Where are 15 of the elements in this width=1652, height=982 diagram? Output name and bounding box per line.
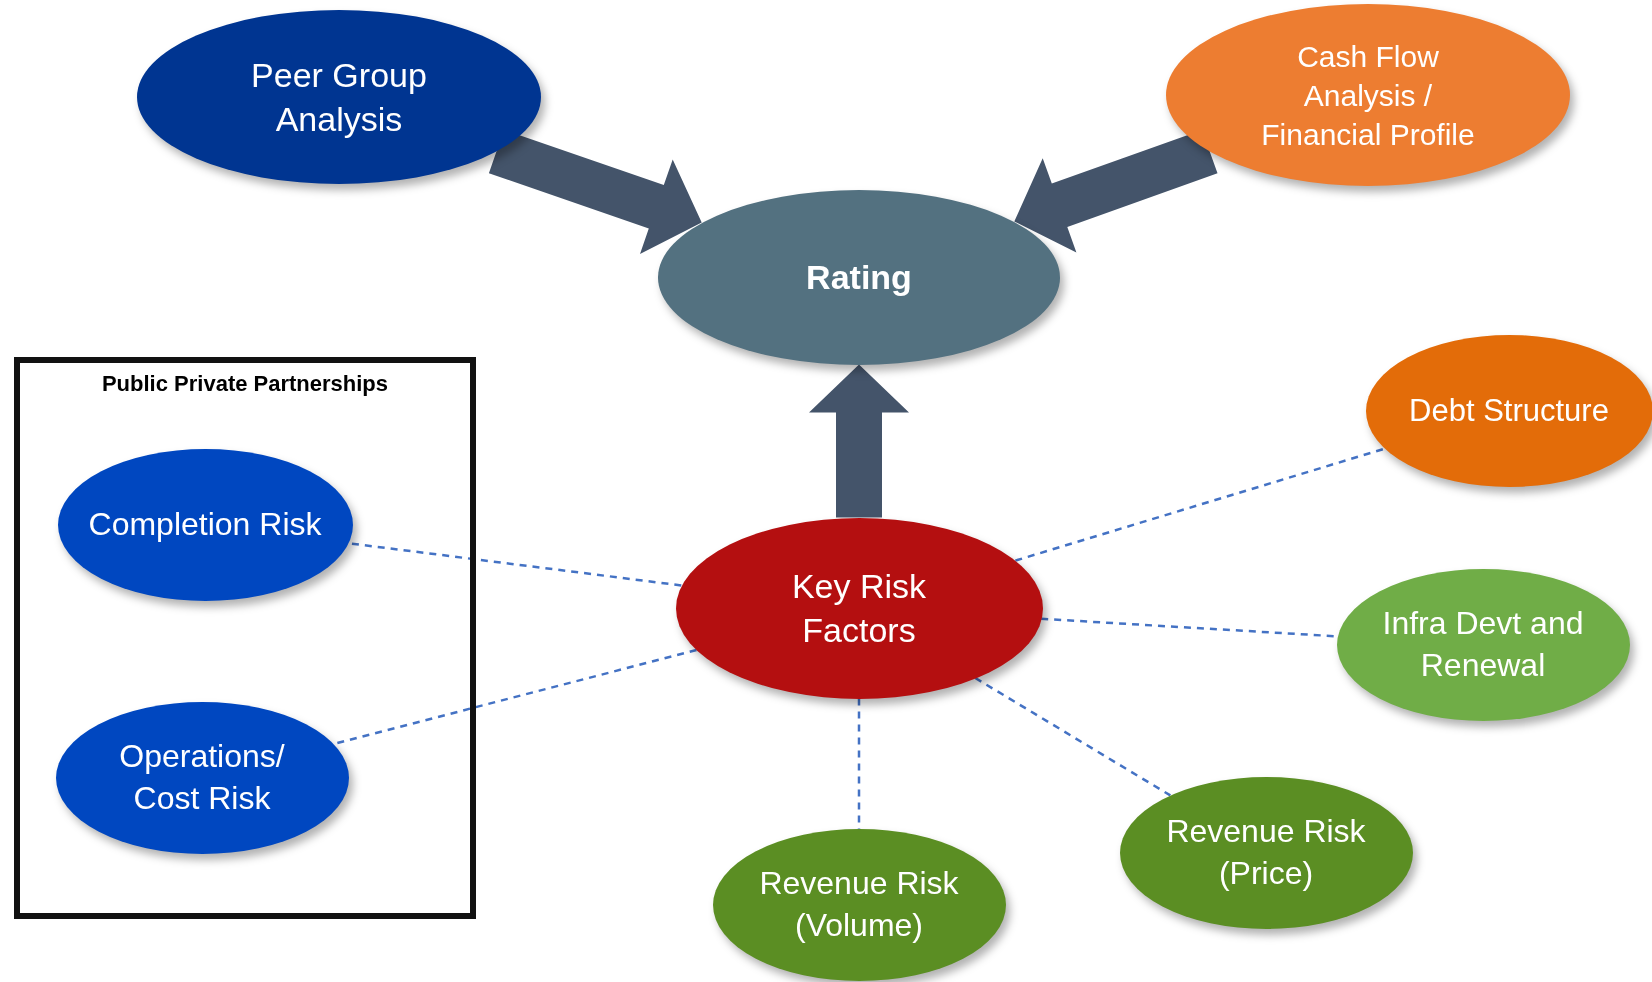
node-label: Revenue Risk (Volume) (758, 864, 960, 945)
dashed-connector (974, 676, 1171, 797)
node-label: Completion Risk (88, 505, 322, 545)
node-label: Cash Flow Analysis / Financial Profile (1260, 38, 1476, 153)
node-label: Debt Structure (1409, 391, 1609, 430)
node-label: Revenue Risk (Price) (1165, 812, 1367, 893)
dashed-connector (1014, 447, 1385, 562)
node-label: Operations/ Cost Risk (118, 737, 286, 818)
group-frame (14, 357, 476, 919)
group-title: Public Private Partnerships (100, 370, 390, 398)
node-label: Rating (806, 256, 912, 298)
node-label: Key Risk Factors (790, 565, 928, 651)
node-label: Infra Devt and Renewal (1381, 604, 1585, 685)
block-arrow (809, 364, 909, 518)
node-label: Peer Group Analysis (250, 54, 428, 140)
